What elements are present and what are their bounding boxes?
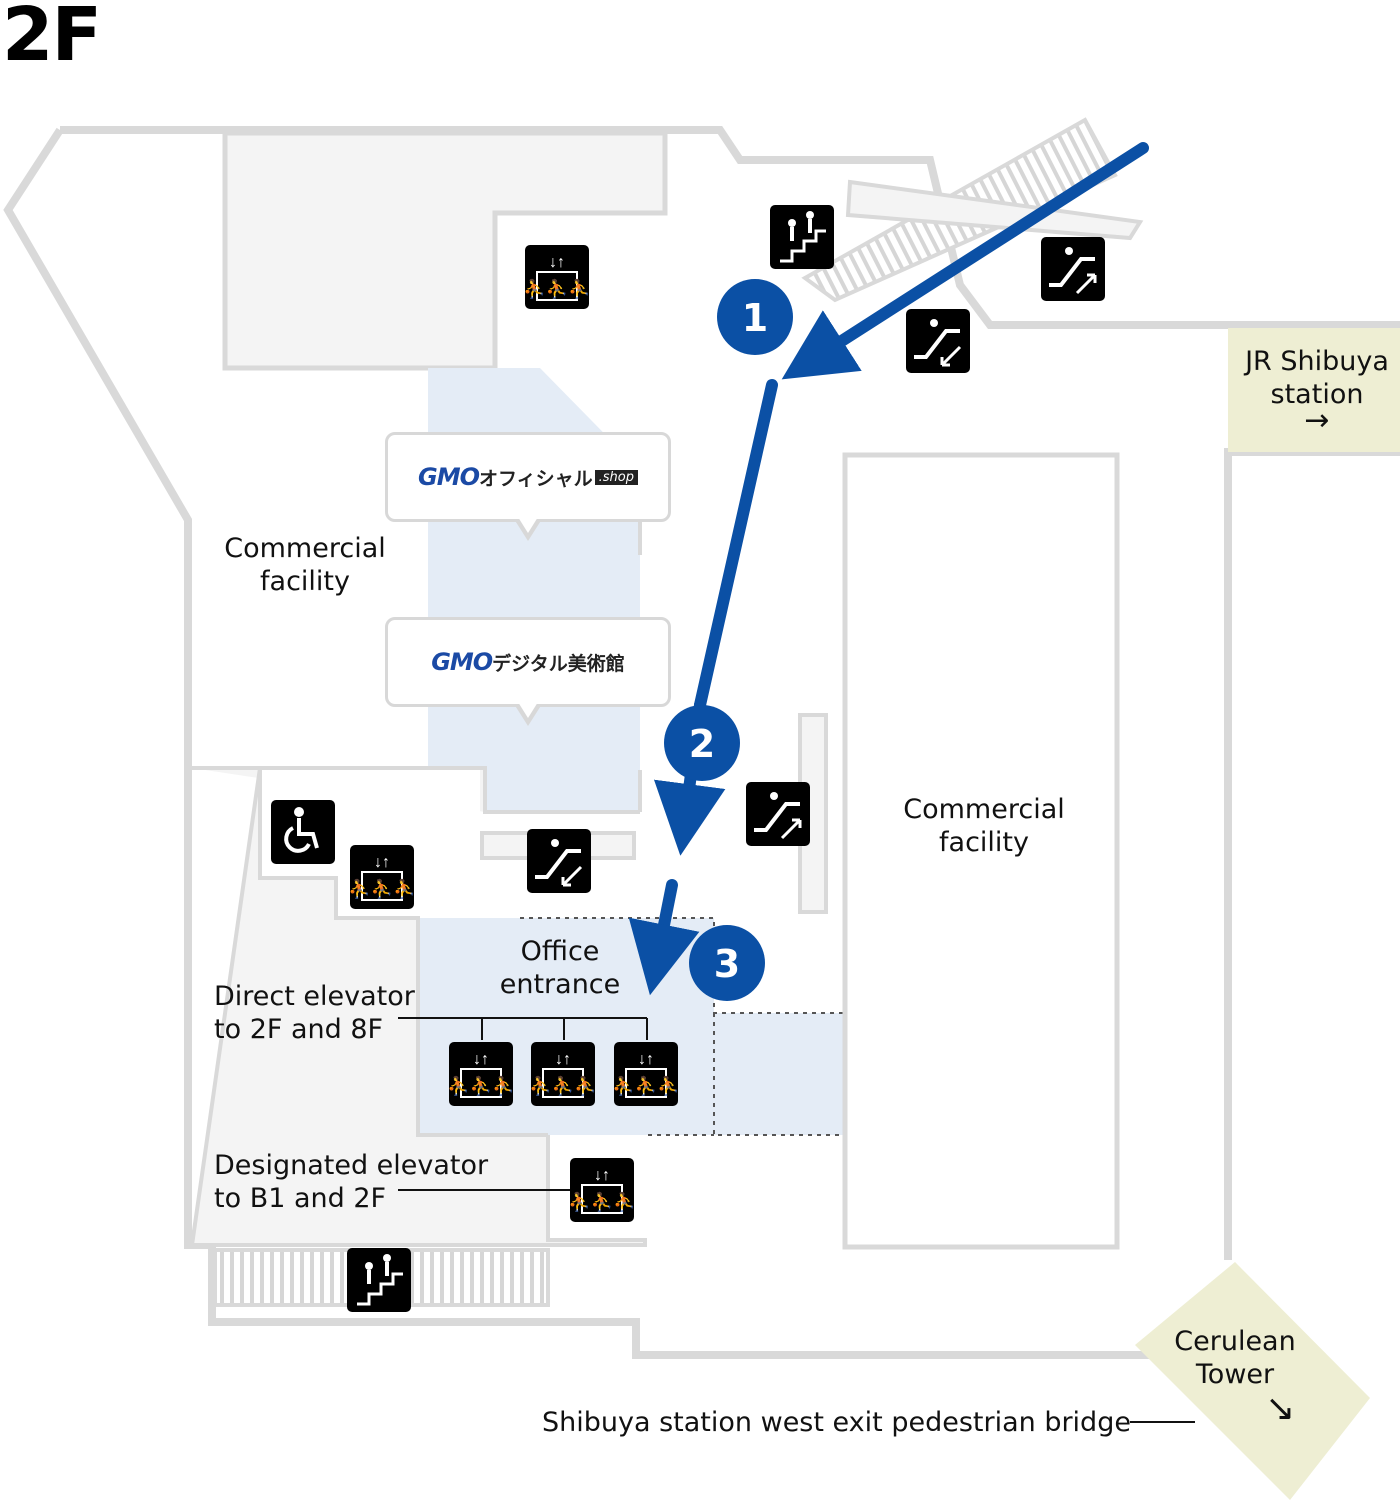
office-entrance-label: Office entrance [499, 936, 621, 1000]
svg-text:↓↑: ↓↑ [555, 1051, 571, 1068]
designated-elevator-label: Designated elevator to B1 and 2F [214, 1150, 489, 1214]
elevator-icon: ↓↑ ⛹⛹⛹ [529, 1042, 597, 1106]
svg-text:↓↑: ↓↑ [594, 1167, 610, 1184]
svg-text:⛹⛹⛹: ⛹⛹⛹ [568, 1191, 635, 1212]
svg-text:↓↑: ↓↑ [549, 254, 565, 271]
escalator-up-icon [1041, 237, 1105, 301]
commercial-facility-left-label: Commercial facility [224, 533, 386, 597]
escalator-up-icon [746, 782, 810, 846]
gmo-brand-logo: GMO [431, 648, 493, 676]
shop-name: オフィシャル [479, 467, 593, 490]
pedestrian-bridge-label: Shibuya station west exit pedestrian bri… [542, 1407, 1131, 1438]
commercial-facility-right-label: Commercial facility [903, 794, 1065, 858]
jr-shibuya-station-label[interactable]: JR Shibuya station → [1234, 345, 1400, 438]
cerulean-tower-label[interactable]: Cerulean Tower [1174, 1326, 1296, 1390]
svg-text:↓↑: ↓↑ [638, 1051, 654, 1068]
leader-lines [398, 1017, 1195, 1423]
gmo-brand-logo: GMO [418, 463, 480, 491]
stairs-icon [347, 1248, 411, 1312]
route-step-1: 1 [717, 279, 793, 355]
elevator-icon: ↓↑ ⛹⛹⛹ [568, 1158, 636, 1222]
jr-station-area [1228, 328, 1400, 452]
svg-text:1: 1 [742, 296, 768, 340]
floor-title: 2F [2, 0, 102, 78]
svg-text:⛹⛹⛹: ⛹⛹⛹ [523, 278, 590, 299]
arrow-down-right-icon: ↘ [1265, 1388, 1296, 1429]
direct-elevator-label: Direct elevator to 2F and 8F [214, 981, 415, 1045]
svg-text:⛹⛹⛹: ⛹⛹⛹ [348, 878, 415, 899]
shop-callout-gmo-official-shop[interactable]: GMO オフィシャル .shop [385, 432, 671, 541]
escalator-down-icon [906, 309, 970, 373]
svg-text:3: 3 [714, 942, 740, 986]
escalator-down-icon [527, 829, 591, 893]
right-commercial-block [798, 452, 1120, 1250]
shop-suffix: .shop [594, 469, 638, 485]
svg-text:⛹⛹⛹: ⛹⛹⛹ [447, 1075, 514, 1096]
svg-text:⛹⛹⛹: ⛹⛹⛹ [612, 1075, 679, 1096]
svg-text:⛹⛹⛹: ⛹⛹⛹ [529, 1075, 596, 1096]
route-step-3: 3 [689, 925, 765, 1001]
top-left-block [222, 130, 668, 371]
shop-name: デジタル美術館 [492, 652, 625, 675]
stairs-icon [770, 205, 834, 269]
elevator-icon: ↓↑ ⛹⛹⛹ [523, 245, 591, 309]
cerulean-tower-area [1135, 1262, 1370, 1500]
elevator-icon: ↓↑ ⛹⛹⛹ [447, 1042, 515, 1106]
wheelchair-accessible-icon [271, 800, 335, 864]
arrow-right-icon: → [1304, 403, 1330, 438]
svg-text:2: 2 [689, 722, 715, 766]
elevator-icon: ↓↑ ⛹⛹⛹ [348, 845, 416, 909]
svg-text:↓↑: ↓↑ [473, 1051, 489, 1068]
svg-text:↓↑: ↓↑ [374, 854, 390, 871]
route-step-2: 2 [664, 705, 740, 781]
top-right-stairs [801, 117, 1144, 303]
shop-callout-gmo-digital-museum[interactable]: GMO デジタル美術館 [385, 617, 671, 726]
elevator-icon: ↓↑ ⛹⛹⛹ [612, 1042, 680, 1106]
